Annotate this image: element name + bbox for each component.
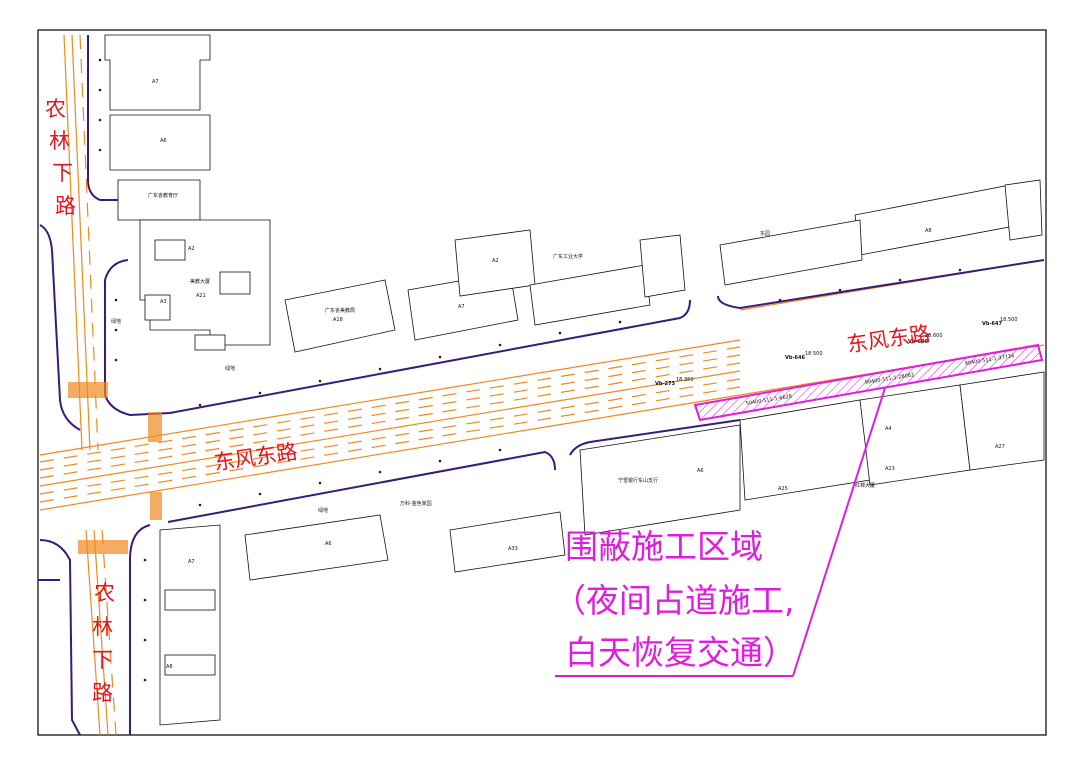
label-a21: A21 (196, 293, 206, 299)
nonglin-upper-char-3: 路 (55, 194, 76, 218)
label-green1: 绿地 (111, 318, 121, 325)
label-rex-dasha: 红棉大厦 (855, 482, 875, 489)
label-a7-top: A7 (152, 79, 159, 85)
survey-p4-val: 18.500 (1000, 317, 1018, 323)
tree-dots (98, 58, 962, 682)
label-a4: A4 (885, 426, 892, 432)
survey-p2: Vb-646 (785, 355, 805, 361)
nonglin-upper-char-0: 农 (45, 97, 66, 121)
road-name-dongfeng-right: 东风东路 (845, 321, 932, 356)
crosswalks (68, 382, 162, 554)
work-zone-strip (693, 343, 1044, 422)
label-bank: 宁雪银行东山支行 (618, 477, 658, 484)
road-name-nonglin-upper: 农 林 下 路 (45, 97, 76, 218)
nonglin-road-upper (39, 34, 118, 451)
label-green3: 绿地 (318, 507, 328, 514)
label-a2-mid: A2 (492, 258, 499, 264)
callout-line1: 围蔽施工区域 (565, 527, 763, 566)
label-edu-dept: 广东省教育厅 (148, 192, 178, 199)
survey-p3: Vb-646 (908, 339, 928, 345)
label-a27: A27 (995, 444, 1005, 450)
callout-leader (555, 387, 886, 677)
survey-p3-val: 18.600 (925, 333, 943, 339)
nonglin-lower-char-0: 农 (94, 581, 115, 605)
nonglin-road-lower (38, 524, 151, 736)
nonglin-lower-char-1: 林 (92, 615, 113, 639)
buildings (104, 34, 1045, 726)
label-a2: A2 (188, 246, 195, 252)
nonglin-lower-char-3: 路 (92, 681, 113, 705)
label-a25: A25 (778, 486, 788, 492)
work-zone-callout: 围蔽施工区域 （夜间占道施工, 白天恢复交通） (553, 527, 796, 672)
label-a7-bot: A7 (188, 559, 195, 565)
survey-p2-val: 18.500 (805, 351, 823, 357)
label-a33: A33 (508, 546, 518, 552)
nonglin-lower-char-2: 下 (92, 648, 113, 672)
label-green2: 绿地 (225, 365, 235, 372)
label-art-bureau: 广东省美教局 (325, 307, 355, 314)
label-a18: A18 (333, 317, 343, 323)
label-east-gate: 东园 (760, 230, 770, 237)
label-a8-bot: A8 (166, 664, 173, 670)
survey-p1-val: 18.350 (676, 377, 694, 383)
label-vanke: 万科·金色家园 (400, 500, 432, 507)
survey-p4: Vb-647 (982, 321, 1002, 327)
label-a7-mid: A7 (458, 304, 465, 310)
nonglin-upper-char-2: 下 (52, 161, 73, 185)
label-a6-low: A6 (325, 541, 332, 547)
label-a3: A3 (160, 299, 167, 305)
label-a23: A23 (885, 466, 895, 472)
label-gd-univ: 广东工业大学 (553, 253, 583, 260)
label-a6-bot: A6 (697, 468, 704, 474)
drawing-frame (37, 29, 1047, 736)
label-a8-right: A8 (925, 228, 932, 234)
dongfeng-road-curbs (104, 259, 1045, 523)
road-name-nonglin-lower: 农 林 下 路 (92, 581, 115, 705)
nonglin-upper-char-1: 林 (49, 129, 70, 153)
callout-line3: 白天恢复交通） (565, 633, 796, 672)
callout-line2: （夜间占道施工, (553, 581, 795, 620)
label-mei-dasha: 美教大厦 (190, 278, 210, 285)
building-labels: A7 A6 广东省教育厅 美教大厦 A21 A3 A2 广东省美教局 A18 A… (111, 79, 1005, 670)
survey-p1: Vb-273 (655, 381, 675, 387)
label-a6-top: A6 (160, 138, 167, 144)
